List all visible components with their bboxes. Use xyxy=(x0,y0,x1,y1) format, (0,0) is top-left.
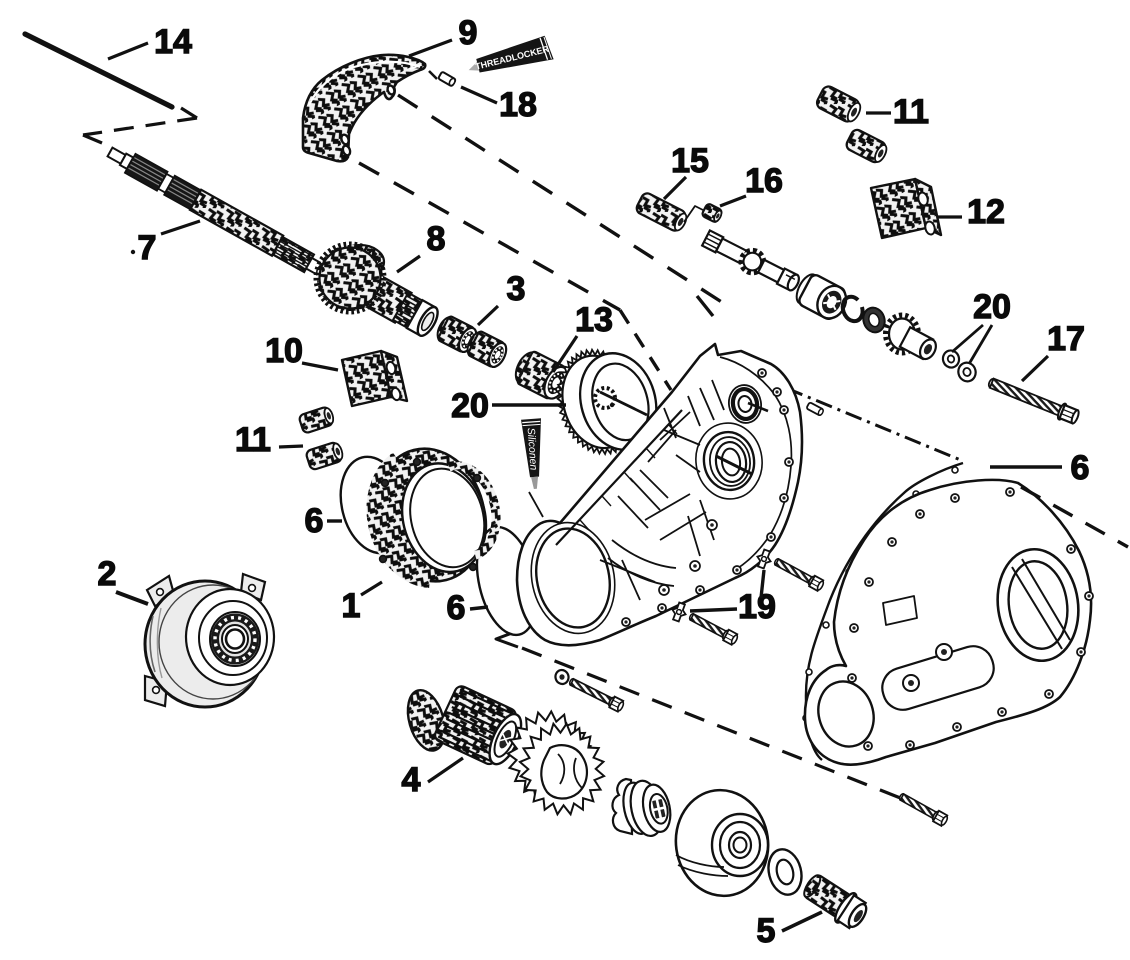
svg-text:17: 17 xyxy=(1047,320,1085,358)
svg-text:19: 19 xyxy=(738,588,776,626)
svg-text:18: 18 xyxy=(499,86,537,124)
svg-text:11: 11 xyxy=(893,93,929,131)
svg-text:7: 7 xyxy=(138,229,157,267)
svg-text:6: 6 xyxy=(1071,449,1090,487)
svg-text:13: 13 xyxy=(575,301,613,339)
svg-text:4: 4 xyxy=(402,761,421,799)
svg-text:14: 14 xyxy=(154,23,192,61)
svg-text:1: 1 xyxy=(342,587,361,625)
svg-text:6: 6 xyxy=(305,502,324,540)
svg-text:6: 6 xyxy=(447,589,466,627)
svg-text:16: 16 xyxy=(745,162,783,200)
svg-text:3: 3 xyxy=(507,270,526,308)
svg-text:10: 10 xyxy=(265,332,303,370)
svg-text:15: 15 xyxy=(671,142,709,180)
svg-text:20: 20 xyxy=(451,387,489,425)
svg-text:2: 2 xyxy=(98,555,117,593)
svg-text:5: 5 xyxy=(757,912,776,950)
svg-text:Siliconen: Siliconen xyxy=(525,427,540,471)
svg-text:12: 12 xyxy=(967,193,1005,231)
svg-text:11: 11 xyxy=(235,421,271,459)
svg-text:8: 8 xyxy=(427,220,446,258)
svg-text:9: 9 xyxy=(459,14,478,52)
svg-text:20: 20 xyxy=(973,288,1011,326)
